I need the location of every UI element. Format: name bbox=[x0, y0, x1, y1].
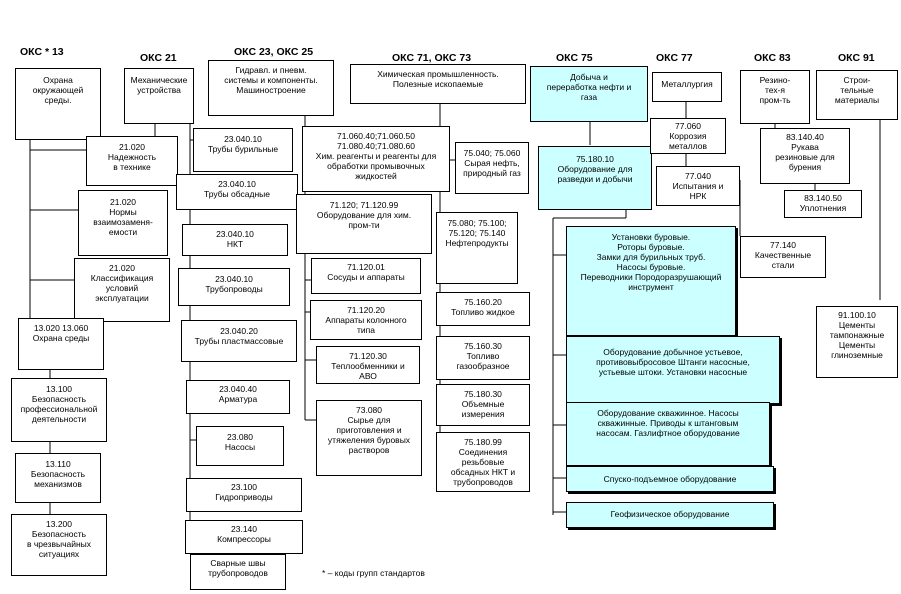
box-23-040-10-drill-pipes: 23.040.10 Трубы бурильные bbox=[193, 128, 293, 172]
box-23-040-10-tubing: 23.040.10 НКТ bbox=[182, 224, 288, 256]
box-91-building-materials: Строи- тельные материалы bbox=[816, 70, 898, 120]
header-oks-21: ОКС 21 bbox=[140, 52, 177, 64]
footnote: * – коды групп стандартов bbox=[322, 568, 425, 578]
box-75-180-30-volume: 75.180.30 Объемные измерения bbox=[436, 384, 530, 426]
header-oks-13: ОКС * 13 bbox=[20, 46, 64, 58]
box-drilling-rigs: Установки буровые. Роторы буровые. Замки… bbox=[566, 226, 736, 336]
box-wellhead-equipment: Оборудование добычное устьевое, противов… bbox=[566, 336, 780, 404]
box-23-040-40-valves: 23.040.40 Арматура bbox=[186, 380, 290, 414]
box-83-rubber: Резино- тех-я пром-ть bbox=[740, 70, 810, 124]
box-23-080-pumps: 23.080 Насосы bbox=[196, 426, 284, 466]
box-83-140-40-hoses: 83.140.40 Рукава резиновые для бурения bbox=[760, 128, 850, 184]
box-77-060-corrosion: 77.060 Коррозия металлов bbox=[650, 118, 726, 154]
box-75-180-10-equipment: 75.180.10 Оборудование для разведки и до… bbox=[538, 146, 652, 210]
box-75-080-petroleum-products: 75.080; 75.100; 75.120; 75.140 Нефтепрод… bbox=[436, 212, 518, 284]
box-23-140-compressors: 23.140 Компрессоры bbox=[185, 520, 303, 554]
box-75-160-30-gas-fuel: 75.160.30 Топливо газообразное bbox=[436, 336, 530, 380]
box-91-100-10-cements: 91.100.10 Цементы тампонажные Цементы гл… bbox=[816, 306, 898, 378]
box-71-120-01-vessels: 71.120.01 Сосуды и аппараты bbox=[311, 258, 421, 294]
box-71-120-30-heat-exchangers: 71.120.30 Теплообменники и АВО bbox=[316, 346, 420, 384]
box-77-040-testing: 77.040 Испытания и НРК bbox=[656, 166, 740, 206]
box-21-020-classification: 21.020 Классификация условий эксплуатаци… bbox=[74, 258, 170, 322]
box-21-mechanical: Механические устройства bbox=[124, 68, 194, 124]
header-oks-91: ОКС 91 bbox=[838, 52, 875, 64]
box-71-120-equipment: 71.120; 71.120.99 Оборудование для хим. … bbox=[296, 194, 432, 254]
box-75-040-crude-oil: 75.040; 75.060 Сырая нефть, природный га… bbox=[455, 142, 529, 194]
box-75-160-20-liquid-fuel: 75.160.20 Топливо жидкое bbox=[436, 292, 530, 326]
box-77-metallurgy: Металлургия bbox=[652, 72, 722, 102]
box-downhole-equipment: Оборудование скважинное. Насосы скважинн… bbox=[566, 402, 770, 466]
header-oks-75: ОКС 75 bbox=[556, 52, 593, 64]
box-23-040-10-casing: 23.040.10 Трубы обсадные bbox=[176, 174, 298, 210]
box-71-chemical: Химическая промышленность. Полезные иско… bbox=[350, 64, 526, 104]
box-83-140-50-seals: 83.140.50 Уплотнения bbox=[784, 190, 862, 218]
box-13-020-13-060: 13.020 13.060 Охрана среды bbox=[18, 318, 104, 370]
box-13-110: 13.110 Безопасность механизмов bbox=[15, 453, 101, 503]
box-23-100-hydraulic-drives: 23.100 Гидроприводы bbox=[186, 478, 302, 512]
box-71-120-20-columns: 71.120.20 Аппараты колонного типа bbox=[310, 300, 422, 340]
box-geophysical-equipment: Геофизическое оборудование bbox=[566, 502, 774, 528]
box-77-140-steels: 77.140 Качественные стали bbox=[740, 236, 826, 278]
box-75-180-99-threads: 75.180.99 Соединения резьбовые обсадных … bbox=[436, 432, 530, 492]
box-73-080-raw-materials: 73.080 Сырье для приготовления и утяжеле… bbox=[316, 400, 422, 476]
box-71-060-reagents: 71.060.40;71.060.50 71.080.40;71.080.60 … bbox=[302, 126, 450, 192]
box-21-020-interchangeability: 21.020 Нормы взаимозаменя- емости bbox=[78, 190, 168, 256]
box-21-020-reliability: 21.020 Надежность в технике bbox=[86, 136, 178, 186]
box-23-hydraulic: Гидравл. и пневм. системы и компоненты. … bbox=[208, 60, 334, 116]
box-13-200: 13.200 Безопасность в чрезвычайных ситуа… bbox=[11, 514, 107, 576]
box-23-040-10-pipelines: 23.040.10 Трубопроводы bbox=[178, 268, 290, 306]
header-oks-77: ОКС 77 bbox=[656, 52, 693, 64]
header-oks-83: ОКС 83 bbox=[754, 52, 791, 64]
box-75-oil-gas: Добыча и переработка нефти и газа bbox=[530, 66, 648, 122]
box-welded-seams: Сварные швы трубопроводов bbox=[190, 554, 286, 590]
box-13-100: 13.100 Безопасность профессиональной дея… bbox=[11, 378, 107, 442]
box-23-040-20-plastic-pipes: 23.040.20 Трубы пластмассовые bbox=[181, 320, 297, 362]
box-hoisting-equipment: Спуско-подъемное оборудование bbox=[566, 466, 774, 492]
header-oks-71-73: ОКС 71, ОКС 73 bbox=[392, 52, 472, 64]
header-oks-23-25: ОКС 23, ОКС 25 bbox=[234, 46, 314, 58]
box-13-environment: Охрана окружающей среды. bbox=[15, 68, 101, 140]
